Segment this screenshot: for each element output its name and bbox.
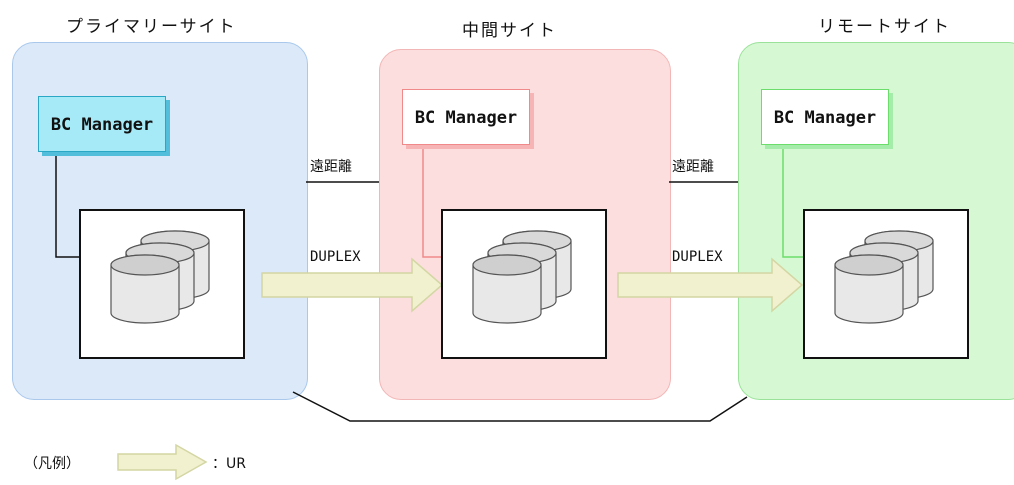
bc-manager-primary: BC Manager [38,96,166,152]
site-title-middle: 中間サイト [462,21,557,41]
storage-middle [441,209,607,359]
site-title-primary: プライマリーサイト [66,17,237,37]
ur-arrow-2 [617,257,804,313]
storage-primary [79,209,245,359]
disk-stack-icon [472,230,572,324]
legend-prefix: （凡例） [24,456,80,472]
status-label-1: DUPLEX [310,249,361,265]
legend-meaning: ：UR [212,456,246,472]
connector-remote-manager-storage [782,147,803,258]
connector-middle-manager-storage [422,147,441,258]
ur-arrow-1 [261,257,444,313]
distance-label-2: 遠距離 [672,159,714,175]
bc-manager-middle: BC Manager [402,89,530,145]
storage-remote [803,209,969,359]
legend-arrow [117,443,208,481]
bc-manager-remote: BC Manager [761,89,889,145]
primary-remote-link [292,391,748,422]
disk-stack-icon [834,230,934,324]
distance-label-1: 遠距離 [310,159,352,175]
site-title-remote: リモートサイト [818,17,951,37]
disk-stack-icon [110,230,210,324]
status-label-2: DUPLEX [672,249,723,265]
connector-primary-manager-storage [55,152,79,258]
